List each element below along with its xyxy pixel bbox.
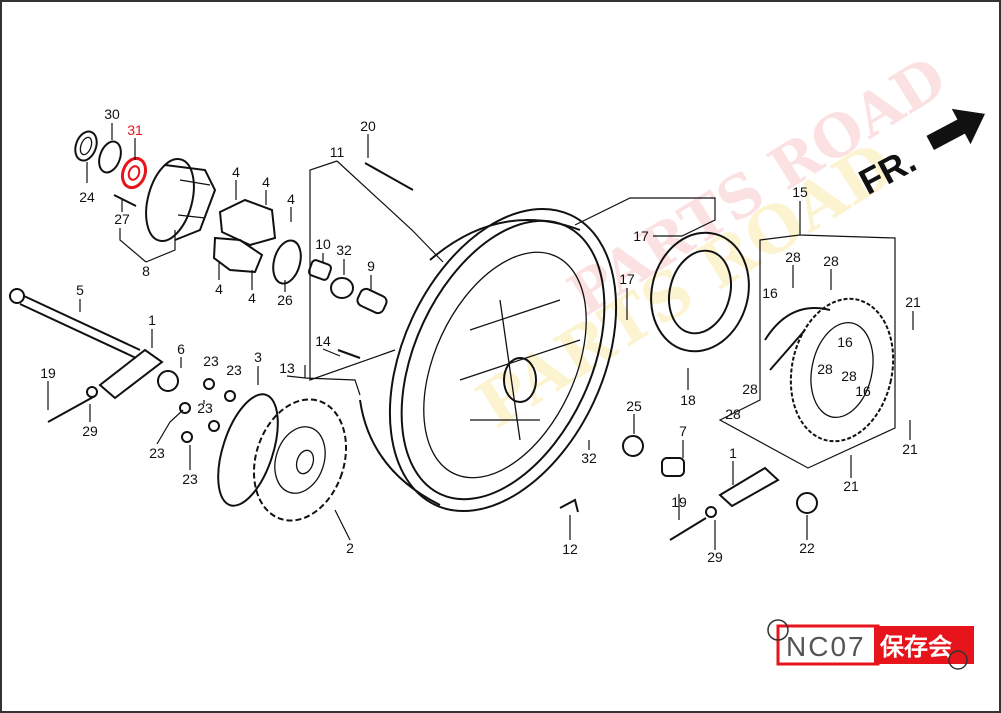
part-bearing-highlighted	[120, 156, 148, 190]
part-valve	[337, 349, 361, 359]
label-9[interactable]: 9	[367, 258, 375, 274]
label-17[interactable]: 17	[619, 271, 635, 287]
leader-lines	[47, 123, 914, 550]
label-19[interactable]: 19	[40, 365, 56, 381]
label-1[interactable]: 1	[148, 312, 156, 328]
label-28[interactable]: 28	[742, 381, 758, 397]
club-logo: NC07 保存会	[767, 619, 974, 670]
label-17[interactable]: 17	[633, 228, 649, 244]
label-4[interactable]: 4	[287, 191, 295, 207]
turtle-emblem-icon	[948, 650, 968, 670]
part-collar-bearing	[307, 259, 388, 315]
label-20[interactable]: 20	[360, 118, 376, 134]
label-30[interactable]: 30	[104, 106, 120, 122]
label-24[interactable]: 24	[79, 189, 95, 205]
label-27[interactable]: 27	[114, 211, 130, 227]
label-6[interactable]: 6	[177, 341, 185, 357]
label-23[interactable]: 23	[226, 362, 242, 378]
label-16[interactable]: 16	[762, 285, 778, 301]
label-23[interactable]: 23	[203, 353, 219, 369]
label-14[interactable]: 14	[315, 333, 331, 349]
label-7[interactable]: 7	[679, 423, 687, 439]
label-21[interactable]: 21	[902, 441, 918, 457]
part-o-ring	[272, 239, 302, 285]
label-22[interactable]: 22	[799, 540, 815, 556]
label-16[interactable]: 16	[855, 383, 871, 399]
arrow-icon	[926, 108, 985, 151]
dragon-emblem-icon	[767, 619, 789, 641]
part-dampers	[212, 198, 277, 274]
part-brake-panel	[650, 231, 750, 353]
label-15[interactable]: 15	[792, 184, 808, 200]
label-16[interactable]: 16	[837, 334, 853, 350]
part-tire-wheel	[359, 207, 618, 513]
label-32[interactable]: 32	[336, 242, 352, 258]
part-nuts	[179, 378, 236, 443]
label-1[interactable]: 1	[729, 445, 737, 461]
label-31-highlighted[interactable]: 31	[127, 122, 143, 138]
svg-text:保存会: 保存会	[879, 632, 952, 661]
part-spoke-bolt	[364, 162, 414, 191]
label-4[interactable]: 4	[232, 164, 240, 180]
label-25[interactable]: 25	[626, 398, 642, 414]
part-oil-seal	[74, 130, 122, 174]
label-26[interactable]: 26	[277, 292, 293, 308]
label-8[interactable]: 8	[142, 263, 150, 279]
label-3[interactable]: 3	[254, 349, 262, 365]
label-21[interactable]: 21	[905, 294, 921, 310]
label-29[interactable]: 29	[707, 549, 723, 565]
svg-text:NC07: NC07	[786, 631, 866, 662]
label-28[interactable]: 28	[841, 368, 857, 384]
label-12[interactable]: 12	[562, 541, 578, 557]
label-21[interactable]: 21	[843, 478, 859, 494]
part-clip	[559, 498, 579, 513]
label-5[interactable]: 5	[76, 282, 84, 298]
label-23[interactable]: 23	[149, 445, 165, 461]
label-2[interactable]: 2	[346, 540, 354, 556]
label-19[interactable]: 19	[671, 494, 687, 510]
label-4[interactable]: 4	[215, 281, 223, 297]
label-4[interactable]: 4	[262, 174, 270, 190]
part-axle	[9, 288, 141, 359]
part-pin	[113, 194, 137, 207]
part-chain-adjuster-right	[661, 457, 818, 541]
label-23[interactable]: 23	[197, 400, 213, 416]
part-seal	[622, 435, 644, 457]
part-driven-sprocket	[217, 393, 348, 522]
label-11[interactable]: 11	[330, 144, 345, 160]
part-drive-flange	[145, 158, 217, 242]
label-28[interactable]: 28	[817, 361, 833, 377]
label-28[interactable]: 28	[823, 253, 839, 269]
label-4[interactable]: 4	[248, 290, 256, 306]
label-28[interactable]: 28	[785, 249, 801, 265]
part-chain-adjuster-left	[47, 348, 179, 423]
label-23[interactable]: 23	[182, 471, 198, 487]
part-brake-drum	[764, 297, 895, 443]
part-labels: 30 31 24 27 8 4 4 4 4 4 26 10 32 9 11 20…	[40, 106, 921, 565]
label-18[interactable]: 18	[680, 392, 696, 408]
label-32[interactable]: 32	[581, 450, 597, 466]
label-28[interactable]: 28	[725, 406, 741, 422]
label-29[interactable]: 29	[82, 423, 98, 439]
label-10[interactable]: 10	[315, 236, 331, 252]
label-13[interactable]: 13	[279, 360, 295, 376]
